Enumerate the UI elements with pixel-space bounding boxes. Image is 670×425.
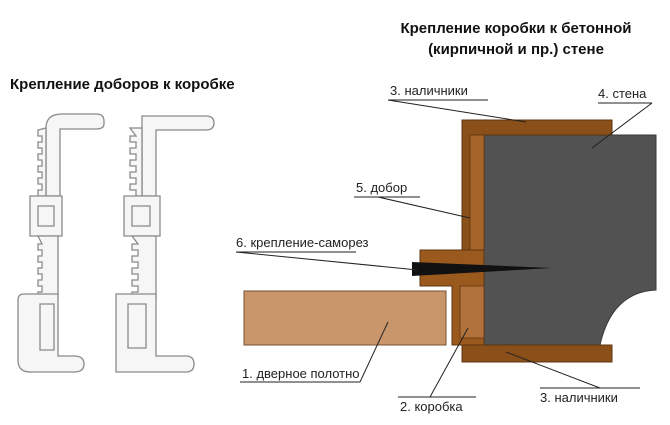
- wall-block: [483, 134, 657, 346]
- screw: [412, 262, 552, 276]
- profile-drawing-left: [17, 113, 105, 373]
- label-extension-board: 5. добор: [356, 180, 407, 195]
- frame-rebate: [459, 285, 485, 339]
- extension-board: [469, 134, 485, 253]
- profile-drawing-right: [115, 115, 215, 373]
- left-diagram-title: Крепление доборов к коробке: [10, 76, 235, 93]
- door-leaf: [243, 290, 447, 346]
- label-casings-bottom: 3. наличники: [540, 390, 618, 405]
- label-door-leaf: 1. дверное полотно: [242, 366, 360, 381]
- right-diagram-title: Крепление коробки к бетонной (кирпичной …: [366, 18, 666, 60]
- right-title-line-2: (кирпичной и пр.) стене: [428, 41, 604, 58]
- leader-lines: [235, 99, 653, 398]
- label-wall: 4. стена: [598, 86, 647, 101]
- label-door-frame: 2. коробка: [400, 399, 463, 414]
- label-casings-top: 3. наличники: [390, 83, 468, 98]
- bottom-casing-trim: [461, 344, 613, 363]
- label-screw-fastener: 6. крепление-саморез: [236, 235, 369, 250]
- right-title-line-1: Крепление коробки к бетонной: [400, 20, 632, 37]
